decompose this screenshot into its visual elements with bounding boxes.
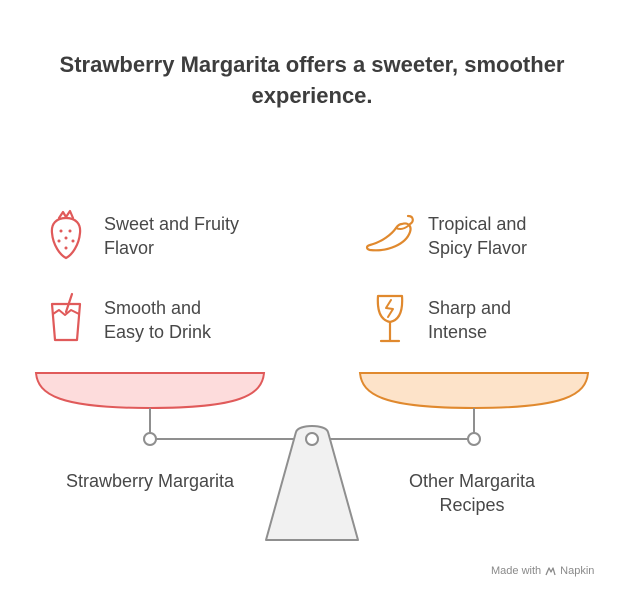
left-pan xyxy=(34,372,266,410)
page-title: Strawberry Margarita offers a sweeter, s… xyxy=(0,49,624,111)
feature-line: Sweet and Fruity xyxy=(104,214,240,234)
title-line-2: experience. xyxy=(251,83,373,108)
fulcrum xyxy=(265,425,359,541)
right-label-line: Recipes xyxy=(439,495,505,515)
feature-line: Sharp and xyxy=(428,298,512,318)
feature-line: Flavor xyxy=(104,238,155,258)
credit-text: Made with xyxy=(491,565,542,577)
made-with-napkin-credit: Made with Napkin xyxy=(491,565,594,577)
right-pan xyxy=(358,372,590,410)
strawberry-icon xyxy=(50,209,82,260)
cracked-wine-glass-icon xyxy=(376,294,404,343)
left-side-label: Strawberry Margarita xyxy=(40,469,260,493)
feature-line: Easy to Drink xyxy=(104,322,212,342)
chili-pepper-icon xyxy=(365,214,414,252)
feature-line: Spicy Flavor xyxy=(428,238,528,258)
left-label-line: Strawberry Margarita xyxy=(65,471,235,491)
napkin-logo-icon xyxy=(545,566,556,575)
feature-smooth-easy: Smooth and Easy to Drink xyxy=(104,296,211,344)
feature-line: Tropical and xyxy=(428,214,527,234)
title-line-1: Strawberry Margarita offers a sweeter, s… xyxy=(59,52,565,77)
right-side-label: Other Margarita Recipes xyxy=(362,469,582,517)
credit-brand: Napkin xyxy=(560,565,595,577)
left-joint xyxy=(143,432,157,446)
feature-sweet-fruity: Sweet and Fruity Flavor xyxy=(104,212,239,260)
pivot-joint xyxy=(305,432,319,446)
right-joint xyxy=(467,432,481,446)
feature-tropical-spicy: Tropical and Spicy Flavor xyxy=(428,212,527,260)
feature-sharp-intense: Sharp and Intense xyxy=(428,296,511,344)
right-label-line: Other Margarita xyxy=(408,471,536,491)
feature-line: Intense xyxy=(428,322,488,342)
feature-line: Smooth and xyxy=(104,298,202,318)
drink-glass-icon xyxy=(50,292,82,342)
